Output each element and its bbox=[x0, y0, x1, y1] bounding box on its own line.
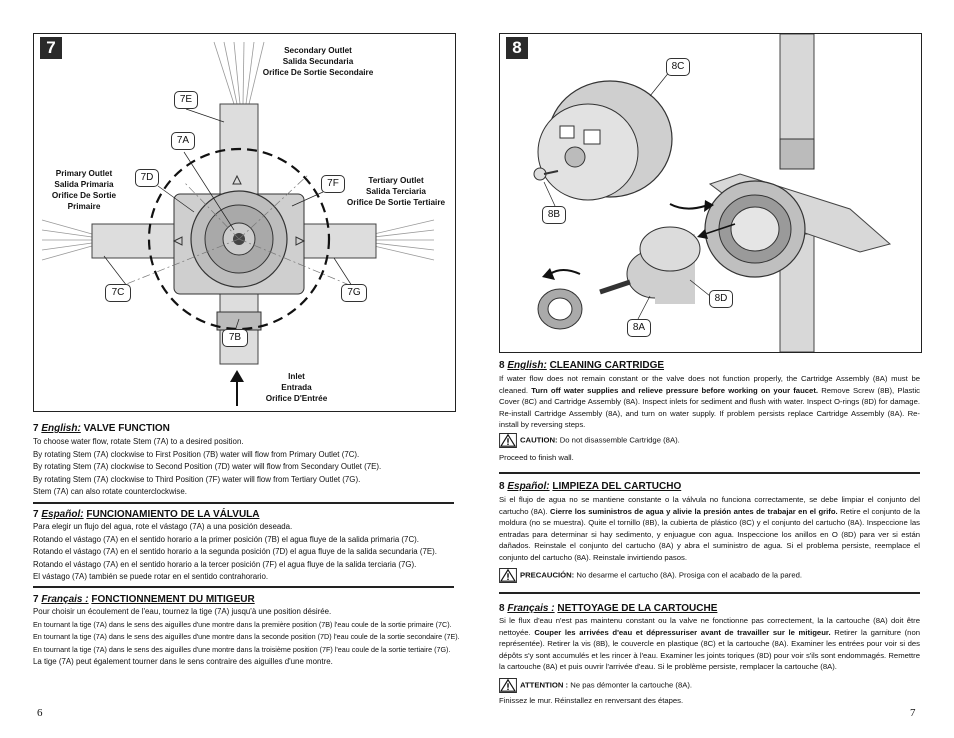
text-line: La tige (7A) peut également tourner dans… bbox=[33, 657, 333, 667]
language-label: Español: bbox=[507, 481, 550, 492]
callout-8c: 8C bbox=[666, 58, 690, 76]
figure-7: 7 bbox=[33, 33, 456, 412]
warning-text: Couper les arrivées d'eau et dépressuris… bbox=[534, 627, 831, 637]
caution-label: CAUTION: bbox=[520, 435, 558, 445]
page-number-right: 7 bbox=[910, 707, 916, 719]
caution-text: No desarme el cartucho (8A). Prosiga con… bbox=[574, 570, 803, 580]
section-number: 8 bbox=[499, 481, 505, 492]
tertiary-outlet-label: Tertiary Outlet Salida Terciaria Orifice… bbox=[346, 176, 446, 207]
section-title: LIMPIEZA DEL CARTUCHO bbox=[552, 481, 682, 492]
language-label: English: bbox=[507, 360, 547, 371]
paragraph-text: Retire el conjunto de la moldura (no se … bbox=[499, 506, 920, 562]
inlet-label: Inlet Entrada Orifice D'Entrée bbox=[265, 372, 328, 403]
callout-8b: 8B bbox=[542, 206, 566, 224]
language-label: Français : bbox=[41, 594, 89, 605]
section-title: FUNCIONAMIENTO DE LA VÁLVULA bbox=[86, 509, 260, 520]
text-line: En tournant la tige (7A) dans le sens de… bbox=[33, 632, 460, 642]
section-number: 7 bbox=[33, 423, 39, 434]
secondary-outlet-label: Secondary Outlet Salida Secundaria Orifi… bbox=[262, 46, 374, 77]
cleaning-cartridge-diagram bbox=[533, 34, 892, 352]
text-line: El vástago (7A) también se puede rotar e… bbox=[33, 572, 269, 582]
page-number-left: 6 bbox=[37, 707, 43, 719]
paragraph-text: If water flow does not remain constant o… bbox=[499, 374, 920, 395]
valve-function-diagram bbox=[41, 41, 435, 406]
after-text: Finissez le mur. Réinstallez en renversa… bbox=[499, 696, 684, 705]
figure-8-number: 8 bbox=[506, 37, 528, 59]
text-line: By rotating Stem (7A) clockwise to Secon… bbox=[33, 462, 382, 472]
section-title: CLEANING CARTRIDGE bbox=[549, 360, 665, 371]
paragraph-text: Retirer la garniture (non représentée). … bbox=[499, 627, 921, 672]
section-number: 7 bbox=[33, 509, 39, 520]
figure-8: 8 bbox=[499, 33, 922, 353]
section-number: 7 bbox=[33, 594, 39, 605]
divider bbox=[499, 472, 920, 474]
warning-triangle-icon bbox=[499, 678, 517, 693]
section-title: NETTOYAGE DE LA CARTOUCHE bbox=[557, 603, 718, 614]
caution-label: ATTENTION : bbox=[520, 680, 569, 690]
callout-7c: 7C bbox=[105, 284, 131, 302]
section-number: 8 bbox=[499, 603, 505, 614]
text-line: Stem (7A) can also rotate counterclockwi… bbox=[33, 487, 187, 497]
section-number: 8 bbox=[499, 360, 505, 371]
paragraph-text: Remove Screw (8B), Plastic Cover (8C) an… bbox=[499, 385, 920, 430]
callout-7e: 7E bbox=[174, 91, 198, 109]
text-line: En tournant la tige (7A) dans le sens de… bbox=[33, 619, 452, 629]
primary-outlet-label: Primary Outlet Salida Primaria Orifice D… bbox=[51, 169, 117, 211]
divider bbox=[33, 502, 454, 504]
text-line: Rotando el vástago (7A) en el sentido ho… bbox=[33, 559, 417, 569]
section-title: FONCTIONNEMENT DU MITIGEUR bbox=[91, 594, 255, 605]
callout-7g: 7G bbox=[341, 284, 367, 302]
text-line: By rotating Stem (7A) clockwise to First… bbox=[33, 449, 360, 459]
language-label: Français : bbox=[507, 603, 555, 614]
warning-triangle-icon bbox=[499, 568, 517, 583]
paragraph-text: Si le flux d'eau n'est pas maintenu cons… bbox=[499, 616, 920, 637]
text-line: En tournant la tige (7A) dans le sens de… bbox=[33, 644, 451, 654]
warning-text: Turn off water supplies and relieve pres… bbox=[531, 385, 819, 395]
caution-label: PRECAUCIÓN: bbox=[520, 570, 575, 580]
callout-8a: 8A bbox=[627, 319, 651, 337]
text-line: Rotando el vástago (7A) en el sentido ho… bbox=[33, 534, 419, 544]
divider bbox=[33, 586, 454, 588]
text-line: Pour choisir un écoulement de l'eau, tou… bbox=[33, 607, 332, 616]
language-label: English: bbox=[41, 423, 81, 434]
callout-7a: 7A bbox=[171, 132, 195, 150]
language-label: Español: bbox=[41, 509, 84, 520]
warning-triangle-icon bbox=[499, 433, 517, 448]
text-line: Para elegir un flujo del agua, rote el v… bbox=[33, 522, 293, 531]
figure-7-number: 7 bbox=[40, 37, 62, 59]
callout-8d: 8D bbox=[709, 290, 733, 308]
warning-text: Cierre los suministros de agua y alivie … bbox=[550, 506, 838, 516]
callout-7f: 7F bbox=[321, 175, 345, 193]
caution-text: Do not disassemble Cartridge (8A). bbox=[557, 435, 680, 445]
callout-7b: 7B bbox=[222, 329, 248, 347]
section-title: VALVE FUNCTION bbox=[83, 423, 170, 434]
paragraph-text: Si el flujo de agua no se mantiene const… bbox=[499, 495, 920, 516]
caution-text: Ne pas démonter la cartouche (8A). bbox=[568, 680, 693, 690]
text-line: Rotando el vástago (7A) en el sentido ho… bbox=[33, 547, 437, 557]
text-line: By rotating Stem (7A) clockwise to Third… bbox=[33, 474, 361, 484]
after-text: Proceed to finish wall. bbox=[499, 453, 574, 462]
callout-7d: 7D bbox=[135, 169, 159, 187]
divider bbox=[499, 592, 920, 594]
text-line: To choose water flow, rotate Stem (7A) t… bbox=[33, 437, 244, 446]
